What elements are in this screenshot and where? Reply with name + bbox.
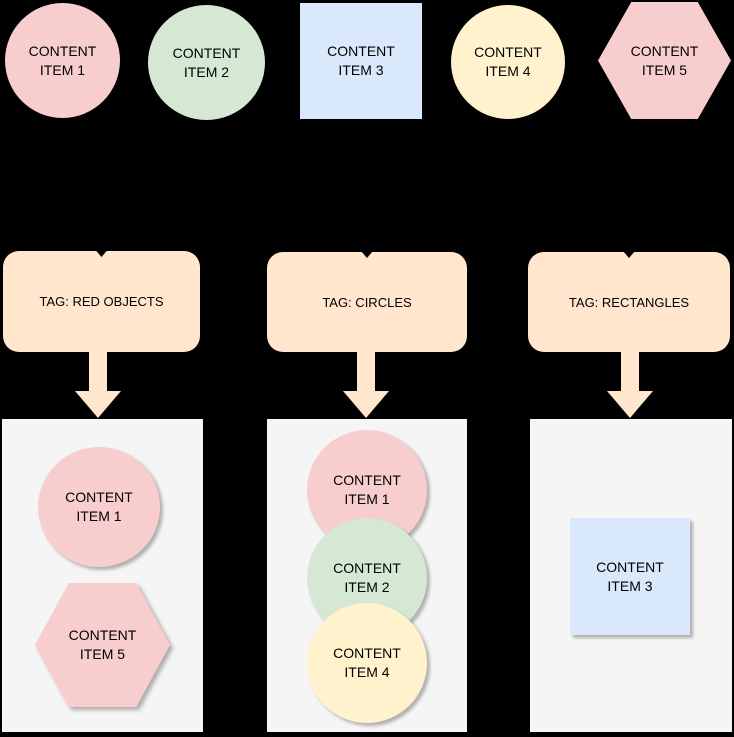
tag-circles: TAG: CIRCLES	[267, 251, 467, 352]
down-arrow-icon	[607, 352, 653, 418]
down-arrow-icon	[75, 352, 121, 418]
content-item-5: CONTENT ITEM 5	[598, 2, 731, 119]
grouped-content-item-3: CONTENT ITEM 3	[570, 518, 690, 635]
tag-red-objects: TAG: RED OBJECTS	[3, 250, 200, 352]
grouped-content-item-5: CONTENT ITEM 5	[35, 583, 170, 707]
group-rectangles: CONTENT ITEM 3	[530, 419, 732, 732]
content-item-1: CONTENT ITEM 1	[5, 3, 120, 118]
group-circles: CONTENT ITEM 1 CONTENT ITEM 2 CONTENT IT…	[267, 419, 467, 732]
arrow-head	[75, 391, 121, 418]
grouped-content-item-1: CONTENT ITEM 1	[38, 447, 160, 567]
arrow-shaft	[89, 352, 107, 391]
arrow-head	[343, 391, 389, 418]
tag-label: TAG: RED OBJECTS	[39, 294, 164, 309]
arrow-shaft	[357, 352, 375, 391]
tag-label: TAG: CIRCLES	[322, 294, 412, 310]
connector-arrowhead-icon	[361, 251, 373, 258]
group-red-objects: CONTENT ITEM 1 CONTENT ITEM 5	[2, 419, 203, 732]
content-item-3: CONTENT ITEM 3	[300, 3, 422, 119]
tag-rectangles: TAG: RECTANGLES	[528, 251, 730, 352]
hexagon-shape: CONTENT ITEM 5	[35, 583, 170, 707]
grouped-content-item-4: CONTENT ITEM 4	[307, 603, 427, 723]
tag-label: TAG: RECTANGLES	[568, 294, 690, 310]
connector-arrowhead-icon	[95, 250, 108, 257]
content-item-2: CONTENT ITEM 2	[148, 5, 265, 120]
connector-arrowhead-icon	[623, 251, 635, 258]
hexagon-shape: CONTENT ITEM 5	[598, 2, 731, 119]
arrow-shaft	[621, 352, 639, 391]
arrow-head	[607, 391, 653, 418]
content-item-4: CONTENT ITEM 4	[451, 5, 565, 119]
down-arrow-icon	[343, 352, 389, 418]
